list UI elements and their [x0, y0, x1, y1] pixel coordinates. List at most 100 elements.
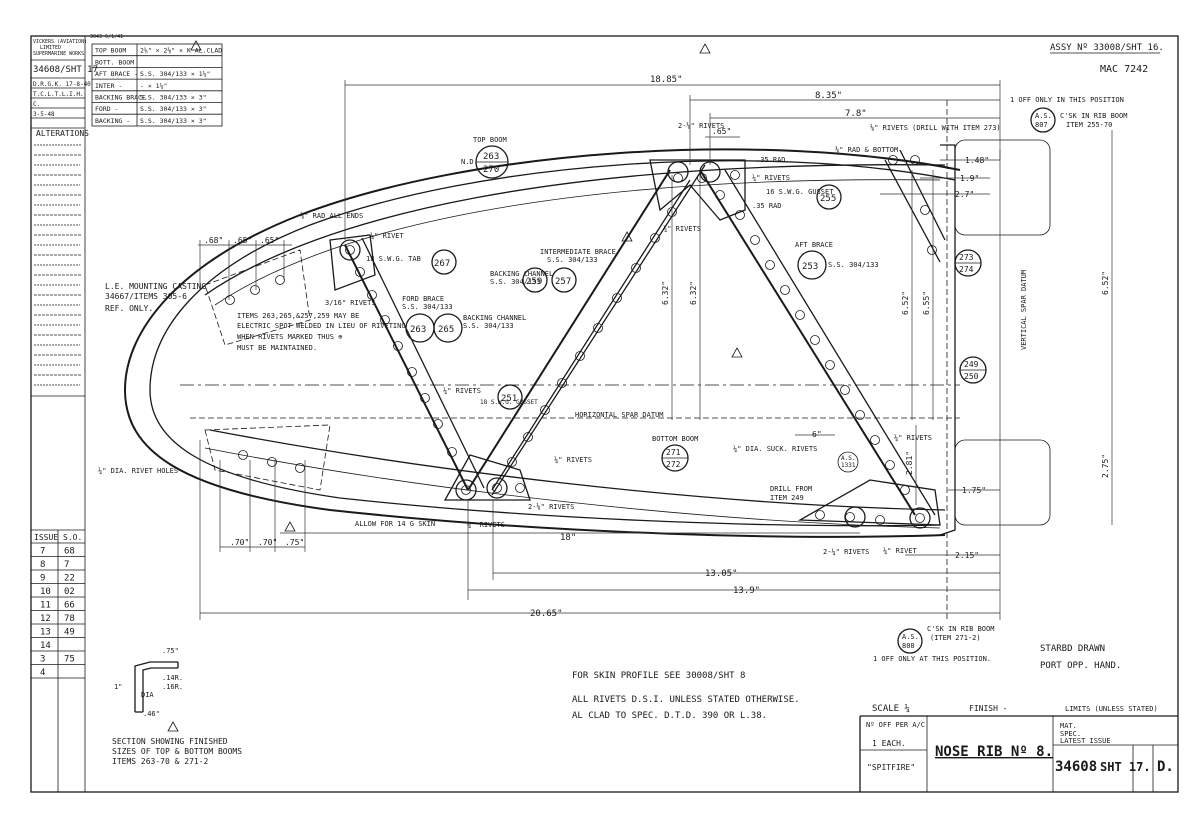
dim-6-32-b: 6.32"	[689, 281, 698, 305]
top-boom	[204, 164, 946, 296]
rivets-f: ¼" RIVETS	[894, 434, 932, 442]
aft-brace	[699, 169, 936, 516]
mat-label: MAT.	[1060, 722, 1077, 730]
company-line-1: VICKERS (AVIATION)	[33, 39, 87, 45]
issue-so: 49	[64, 628, 75, 638]
backing-channel	[491, 164, 706, 496]
dim-18: 18"	[560, 533, 576, 543]
rivet-hole	[697, 173, 707, 183]
dim-1-48: 1.48"	[965, 156, 989, 165]
dim-7-8: 7.8"	[845, 109, 867, 119]
issue-number: 9	[40, 574, 45, 584]
rad-top-bottom: ⅛" RAD & BOTTOM	[835, 145, 898, 154]
dim-2-75: 2.75"	[1101, 454, 1110, 478]
section-dim-r1: .14R.	[162, 674, 183, 682]
bottom-boom-label: BOTTOM BOOM	[652, 435, 698, 443]
as-807-b: 807	[1035, 121, 1048, 129]
left-info-strip: VICKERS (AVIATION) LIMITED SUPERMARINE W…	[30, 35, 98, 793]
item-263b: 263	[410, 325, 426, 335]
item-270: 270	[483, 165, 499, 175]
dim-13-05: 13.05"	[705, 569, 738, 579]
issue-triangles	[167, 40, 743, 732]
top-boom-label: TOP BOOM	[473, 136, 507, 144]
dim-6-55: 6.55"	[922, 291, 931, 315]
limits-label: LIMITS (UNLESS STATED)	[1065, 705, 1158, 713]
drawing-title: NOSE RIB Nº 8.	[935, 744, 1053, 760]
mac-number: MAC 7242	[1100, 64, 1148, 75]
note-items-4: MUST BE MAINTAINED.	[237, 344, 317, 352]
issue-number: 13	[40, 628, 51, 638]
gusset-nose	[329, 234, 376, 291]
material-part: BACKING -	[95, 117, 130, 125]
item-250: 250	[964, 372, 979, 381]
rivet-hole	[910, 155, 920, 165]
dim-1-9: 1.9"	[960, 174, 979, 183]
issue-number: 10	[40, 587, 51, 597]
dim-70-b: .70"	[258, 538, 277, 547]
left-row-1: D.R.G.K. 17-8-40	[33, 81, 91, 88]
horizontal-datum-label: HORIZONTAL SPAR DATUM	[575, 411, 664, 419]
rivet-quarter: ¼" RIVET	[370, 232, 405, 240]
backing-channel-spec: S.S. 304/133	[490, 278, 541, 286]
section-dim-left: 1"	[114, 683, 122, 691]
joint-circle	[909, 507, 931, 529]
aft-brace-spec: S.S. 304/133	[828, 261, 879, 269]
dim-75: .75"	[285, 538, 304, 547]
rivets-h: 2-¼" RIVETS	[823, 548, 869, 556]
nd-label-1: N.D.	[461, 158, 478, 166]
dim-6: 6"	[812, 430, 822, 439]
off-only-top: 1 OFF ONLY IN THIS POSITION	[1010, 96, 1124, 104]
rivet-hole	[593, 323, 603, 333]
title-block: SCALE ¼ FINISH - LIMITS (UNLESS STATED) …	[859, 704, 1178, 792]
rivet-hole	[920, 205, 930, 215]
starbd-drawn: STARBD DRAWN	[1040, 644, 1105, 654]
rivet-hole	[275, 275, 285, 285]
left-row-4: 3-5-48	[33, 111, 55, 118]
rad-35-a: .35 RAD	[756, 156, 786, 164]
dim-6-52-b: 6.52"	[1101, 271, 1110, 295]
section-caption-1: SECTION SHOWING FINISHED	[112, 737, 228, 746]
issue-number: 11	[40, 601, 51, 611]
rivet-holes	[225, 155, 937, 529]
material-part: INTER -	[95, 82, 122, 90]
as-1331-a: A.S.	[841, 455, 855, 462]
csk-top-1: C'SK IN RIB BOOM	[1060, 112, 1127, 120]
drill-from-2: ITEM 249	[770, 494, 804, 502]
int-brace-spec: S.S. 304/133	[547, 256, 598, 264]
item-251: 251	[501, 394, 517, 404]
rivets-b: ¼" RIVETS	[554, 456, 592, 464]
skin-profile-outer	[123, 148, 961, 538]
rivets-a: ¼" RIVETS	[443, 387, 481, 395]
rear-spar-flange	[939, 144, 956, 536]
title-issue: D.	[1157, 759, 1174, 775]
rivet-hole	[915, 513, 925, 523]
backing-channel2-spec: S.S. 304/133	[463, 322, 514, 330]
item-265: 265	[438, 325, 454, 335]
material-spec: - × 1¼"	[140, 82, 167, 90]
rivets-j: ¼" RIVET	[883, 547, 918, 555]
rivet-hole	[715, 190, 725, 200]
note-alclad: AL CLAD TO SPEC. D.T.D. 390 OR L.38.	[572, 711, 767, 721]
issue-so: 75	[64, 655, 75, 665]
joint-circle	[339, 239, 361, 261]
note-all-rivets: ALL RIVETS D.S.I. UNLESS STATED OTHERWIS…	[572, 695, 800, 705]
tab-18swg: 18 S.W.G. TAB	[366, 255, 421, 263]
as-808-b: 808	[902, 642, 915, 650]
item-259: 259	[526, 277, 542, 287]
issue-title: ISSUE	[34, 533, 58, 542]
rivet-hole	[540, 405, 550, 415]
dim-70-a: .70"	[230, 538, 249, 547]
rivet-hole	[870, 435, 880, 445]
finish-label: FINISH -	[969, 704, 1008, 713]
item-273: 273	[959, 253, 974, 262]
rivet-hole	[433, 419, 443, 429]
rivet-hole	[345, 245, 355, 255]
issue-so: 66	[64, 601, 75, 611]
note-items-2: ELECTRIC SPOT WELDED IN LIEU OF RIVETING	[237, 322, 406, 330]
rivet-hole	[927, 245, 937, 255]
dim-2-15: 2.15"	[955, 551, 979, 560]
rivet-hole	[575, 351, 585, 361]
scale-label: SCALE ¼	[872, 704, 910, 714]
dim-20-65: 20.65"	[530, 609, 563, 619]
